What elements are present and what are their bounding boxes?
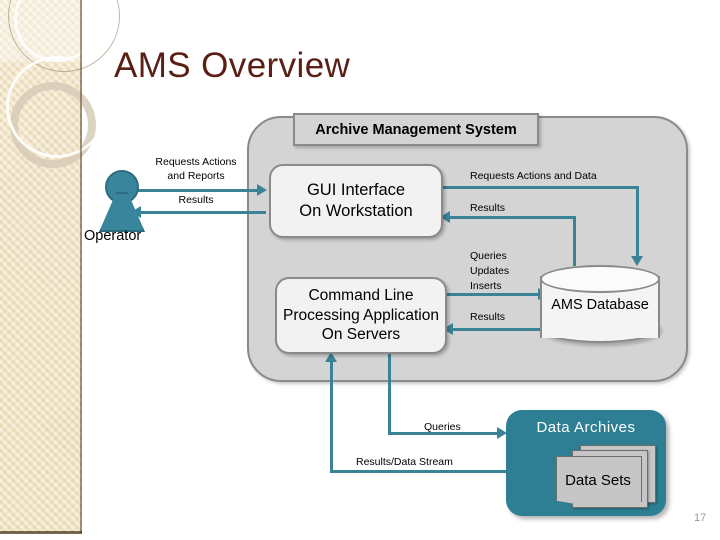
edge-label-cli-to-db-3: Inserts (470, 280, 502, 292)
node-cli-line1: Command Line (308, 286, 414, 304)
edge-label-cli-to-archives: Queries (424, 421, 461, 433)
edge-cli-to-archives-h (388, 432, 500, 435)
edge-gui-to-db-h (439, 186, 639, 189)
sidebar-bottom-line (0, 531, 82, 534)
page-number: 17 (694, 512, 707, 524)
ams-container-title-text: Archive Management System (315, 121, 517, 138)
edge-db-to-gui-h (450, 216, 576, 219)
edge-label-db-to-cli: Results (470, 311, 506, 323)
edge-archives-to-cli-v (330, 362, 333, 473)
node-data-archives-title: Data Archives (536, 419, 636, 436)
node-cli-line2: Processing Application (283, 306, 439, 324)
edge-operator-to-gui-line (137, 189, 259, 192)
edge-archives-to-cli-arrowhead (325, 352, 337, 362)
sidebar-edge-line (80, 0, 82, 533)
edge-label-gui-to-operator: Results (178, 194, 214, 206)
node-command-line-application[interactable]: Command Line Processing Application On S… (275, 277, 447, 354)
page-title: AMS Overview (114, 46, 351, 85)
edge-db-to-gui-arrowhead (440, 211, 450, 223)
node-data-archives[interactable]: Data Archives Data Sets (506, 410, 666, 516)
node-cli-line3: On Servers (321, 326, 401, 344)
edge-label-cli-to-db-2: Updates (470, 265, 510, 277)
edge-operator-to-gui-arrowhead (257, 184, 267, 196)
edge-label-operator-to-gui-2: and Reports (167, 170, 225, 182)
ams-container-title-box: Archive Management System (293, 113, 539, 146)
edge-label-db-to-gui: Results (470, 202, 506, 214)
edge-label-archives-to-cli: Results/Data Stream (356, 456, 453, 468)
node-gui-line2: On Workstation (299, 202, 413, 220)
node-data-sets-label: Data Sets (565, 472, 631, 489)
edge-cli-to-db-line (443, 293, 541, 296)
decorative-sidebar (0, 0, 120, 533)
edge-db-to-cli-line (453, 328, 548, 331)
edge-gui-to-db-arrowhead (631, 256, 643, 266)
node-ams-database[interactable]: AMS Database (540, 265, 660, 351)
edge-cli-to-archives-v (388, 350, 391, 434)
edge-archives-to-cli-h (330, 470, 510, 473)
node-operator-label: Operator (84, 228, 142, 244)
edge-cli-to-archives-arrowhead (497, 427, 507, 439)
node-ams-database-label: AMS Database (551, 297, 649, 313)
node-gui-interface[interactable]: GUI Interface On Workstation (269, 164, 443, 238)
dataset-sheet-front-icon (556, 456, 642, 508)
edge-db-to-cli-arrowhead (443, 323, 453, 335)
edge-db-to-gui-v (573, 216, 576, 266)
node-gui-line1: GUI Interface (306, 180, 406, 199)
edge-gui-to-operator-line (141, 211, 266, 214)
edge-label-cli-to-db-1: Queries (470, 250, 507, 262)
edge-gui-to-db-v (636, 186, 639, 258)
decorative-ring-white-arc (6, 56, 108, 158)
cylinder-top-icon (540, 265, 660, 293)
edge-label-gui-to-db: Requests Actions and Data (470, 170, 597, 182)
edge-label-operator-to-gui-1: Requests Actions (155, 156, 237, 168)
